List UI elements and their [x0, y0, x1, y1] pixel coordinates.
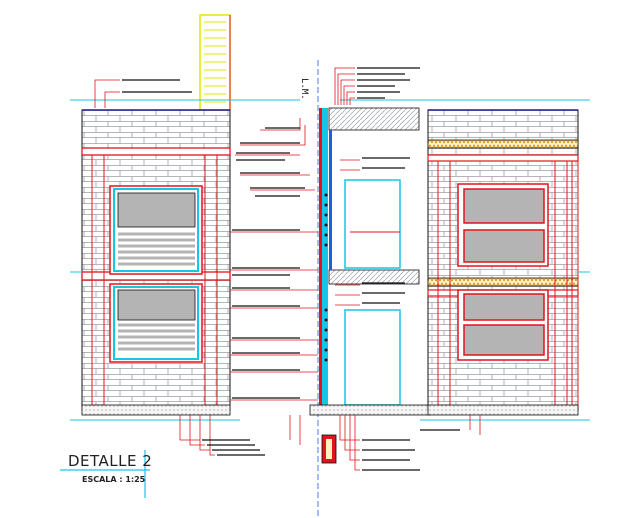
annotation-leaders	[94, 67, 481, 471]
right-lower-window	[457, 289, 549, 361]
detail-title: DETALLE 2	[68, 452, 153, 470]
left-elevation	[70, 14, 240, 421]
top-stair-element	[199, 14, 231, 111]
right-upper-window	[457, 183, 549, 267]
level-lines	[70, 99, 590, 273]
title-rules	[60, 450, 150, 498]
right-elevation	[420, 109, 590, 421]
axis-label: L.M.	[299, 78, 309, 100]
central-section	[309, 60, 431, 518]
annotation-text-strokes	[122, 67, 460, 471]
left-upper-window	[109, 185, 203, 275]
detail-scale: ESCALA : 1:25	[82, 475, 146, 484]
left-lower-window	[109, 283, 203, 363]
